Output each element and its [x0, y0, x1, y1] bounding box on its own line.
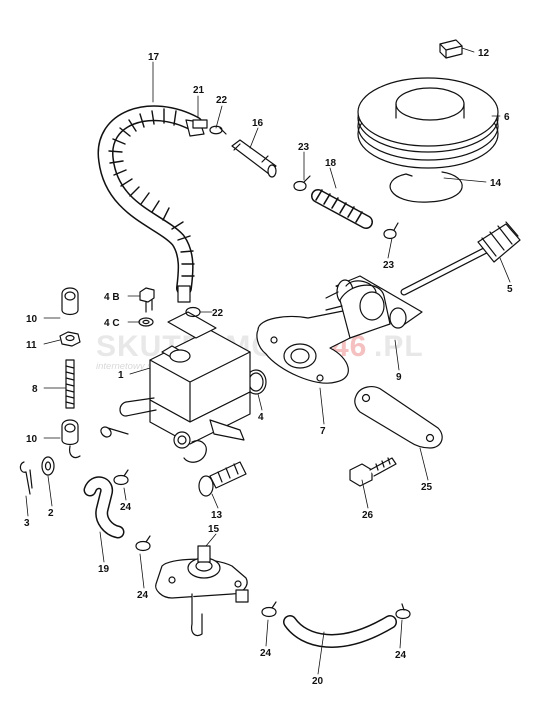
part-23-clip-upper [293, 175, 311, 192]
label-22-bottom: 22 [212, 308, 224, 319]
label-4c: 4 C [104, 318, 120, 329]
label-5: 5 [507, 284, 513, 295]
label-23-top: 23 [298, 142, 310, 153]
part-20-hose [283, 615, 397, 648]
label-24-c: 24 [260, 648, 272, 659]
label-15: 15 [208, 524, 220, 535]
part-10-banjo-lower [61, 419, 81, 459]
label-21: 21 [193, 85, 205, 96]
label-26: 26 [362, 510, 374, 521]
leader-lines [25, 47, 511, 675]
label-14: 14 [490, 178, 502, 189]
label-11: 11 [26, 340, 37, 351]
label-1: 1 [118, 370, 124, 381]
part-14-circlip [389, 171, 463, 203]
part-22-clip [209, 125, 227, 135]
part-21-nozzle [192, 119, 208, 129]
part-24-clip-c [261, 601, 277, 618]
part-13-screw [198, 461, 247, 497]
label-10-bottom: 10 [26, 434, 38, 445]
label-9: 9 [396, 372, 402, 383]
label-4: 4 [258, 412, 264, 423]
label-18: 18 [325, 158, 337, 169]
label-7: 7 [320, 426, 326, 437]
label-24-d: 24 [395, 650, 407, 661]
label-17: 17 [148, 52, 160, 63]
part-24-clip-b [135, 535, 151, 552]
label-16: 16 [252, 118, 264, 129]
part-26-bolt [349, 457, 397, 487]
label-2: 2 [48, 508, 54, 519]
label-22-top: 22 [216, 95, 228, 106]
part-25-gasket [354, 386, 443, 449]
part-24-clip-d [395, 603, 411, 620]
part-23-clip-lower [383, 222, 399, 240]
part-16-fitting [231, 139, 277, 178]
label-24-b: 24 [137, 590, 149, 601]
part-17-hose [97, 105, 205, 303]
part-4b-screw [139, 287, 155, 313]
label-24-a: 24 [120, 502, 132, 513]
label-12: 12 [478, 48, 490, 59]
label-23-bottom: 23 [383, 260, 395, 271]
part-5-cable [400, 221, 521, 296]
part-10-banjo-upper [61, 287, 79, 316]
part-15-fuel-cock [155, 545, 249, 637]
part-7-manifold [256, 280, 391, 384]
part-6-oil-seal-ring [357, 77, 499, 169]
label-3: 3 [24, 518, 30, 529]
label-20: 20 [312, 676, 324, 687]
part-3-pin [19, 461, 33, 495]
part-19-hose [83, 476, 125, 539]
part-1-oil-pump [100, 311, 251, 463]
label-13: 13 [211, 510, 223, 521]
part-11-nut [59, 331, 81, 347]
label-8: 8 [32, 384, 38, 395]
label-25: 25 [421, 482, 433, 493]
part-18-spring-hose [311, 189, 373, 229]
part-4c-washer [138, 317, 154, 327]
label-4b: 4 B [104, 292, 120, 303]
part-8-stud [65, 359, 75, 409]
label-19: 19 [98, 564, 110, 575]
part-12-block [439, 39, 463, 59]
part-2-washer [41, 456, 55, 476]
watermark-brand-right: .PL [374, 330, 424, 363]
part-24-clip-a [113, 469, 129, 486]
label-10-top: 10 [26, 314, 38, 325]
label-6: 6 [504, 112, 510, 123]
part-labels: 17 21 22 16 23 18 23 12 6 14 5 9 7 4 25 … [24, 48, 513, 687]
